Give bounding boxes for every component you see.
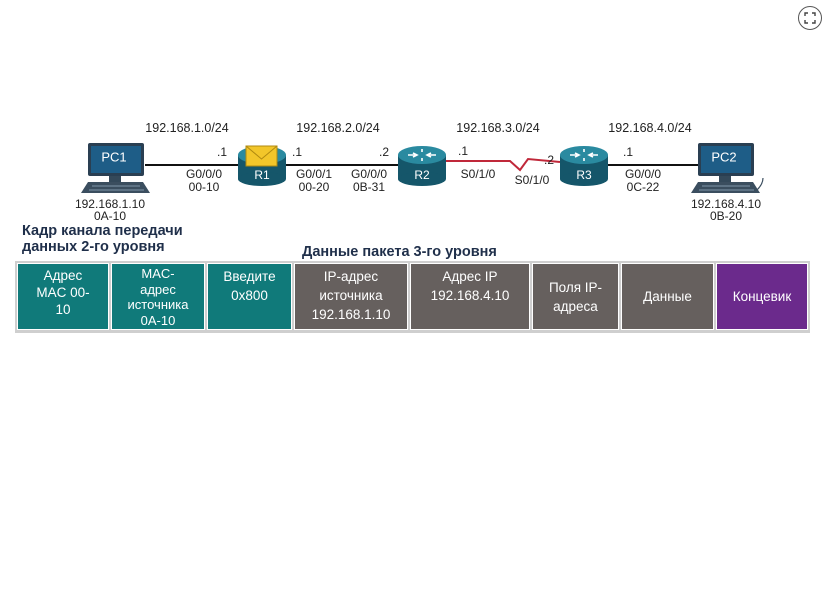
r1-right-mac: 00-20 [298, 180, 330, 194]
pc2-name: PC2 [711, 149, 737, 165]
field-text: Адрес IP [442, 269, 498, 284]
r2-left-octet: .2 [379, 145, 390, 159]
router-r2-icon [398, 146, 446, 186]
r3-left-octet: .2 [544, 153, 555, 167]
field-text: Адрес [43, 268, 83, 283]
pc1-mac: 0A-10 [93, 209, 127, 223]
l2-frame-heading: Кадр канала передачи данных 2-го уровня [22, 223, 183, 255]
pc2-ip: 192.168.4.10 [690, 197, 762, 211]
pc1-ip: 192.168.1.10 [74, 197, 146, 211]
l2-heading-line2: данных 2-го уровня [22, 239, 165, 255]
field-text: источника [319, 288, 383, 303]
r2-right-interface: S0/1/0 [460, 167, 496, 181]
pc2-mac: 0B-20 [709, 209, 743, 223]
fullscreen-button[interactable] [798, 6, 822, 30]
r3-right-interface: G0/0/0 [624, 167, 662, 181]
pc2-icon [691, 143, 764, 193]
router-r3-icon [560, 146, 608, 186]
field-src-ip: IP-адрес источника 192.168.1.10 [294, 263, 408, 330]
field-type: Введите 0x800 [207, 263, 292, 330]
field-text: 192.168.4.10 [430, 288, 510, 303]
router-r3-name: R3 [576, 168, 592, 182]
link-r2-r3-serial [443, 157, 561, 172]
network-topology [81, 143, 764, 193]
pc1-name: PC1 [101, 149, 127, 165]
router-r1-name: R1 [254, 168, 270, 182]
field-text: Концевик [732, 289, 792, 304]
r1-left-octet: .1 [217, 145, 228, 159]
r2-left-interface: G0/0/0 [350, 167, 388, 181]
field-text: IP-адрес [323, 269, 379, 284]
r2-left-mac: 0B-31 [352, 180, 386, 194]
r1-left-mac: 00-10 [188, 180, 220, 194]
r1-right-interface: G0/0/1 [295, 167, 333, 181]
field-text: адреса [553, 298, 598, 314]
field-text: 192.168.1.10 [311, 307, 391, 322]
field-text: MAC 00- [36, 285, 90, 300]
field-text: источника [127, 297, 189, 312]
field-ip-fields: Поля IP- адреса [532, 263, 619, 330]
r3-right-octet: .1 [623, 145, 634, 159]
field-dst-ip: Адрес IP 192.168.4.10 [410, 263, 530, 330]
field-src-mac: MAC- адрес источника 0A-10 [111, 263, 205, 330]
network-label-3: 192.168.3.0/24 [456, 121, 540, 135]
network-label-2: 192.168.2.0/24 [296, 121, 380, 135]
r2-right-octet: .1 [458, 144, 469, 158]
router-r2-name: R2 [414, 168, 430, 182]
field-data: Данные [621, 263, 714, 330]
network-label-4: 192.168.4.0/24 [608, 121, 692, 135]
field-text: Данные [643, 289, 692, 304]
r3-right-mac: 0C-22 [626, 180, 660, 194]
r1-right-octet: .1 [292, 145, 303, 159]
field-text: 10 [55, 302, 71, 317]
field-text: 0x800 [231, 288, 268, 303]
l3-packet-heading: Данные пакета 3-го уровня [302, 244, 497, 260]
field-text: Поля IP- [548, 279, 603, 295]
r1-left-interface: G0/0/0 [185, 167, 223, 181]
pc1-icon [81, 143, 150, 193]
network-label-1: 192.168.1.0/24 [145, 121, 229, 135]
fullscreen-icon [804, 12, 816, 24]
l2-heading-line1: Кадр канала передачи [22, 223, 183, 239]
field-text: Введите [223, 269, 276, 284]
envelope-icon [245, 145, 278, 167]
field-text: 0A-10 [140, 312, 176, 328]
field-text: MAC- [141, 266, 175, 281]
field-trailer: Концевик [716, 263, 808, 330]
field-text: адрес [140, 281, 176, 297]
r3-left-interface: S0/1/0 [514, 173, 550, 187]
field-dst-mac: Адрес MAC 00- 10 [17, 263, 109, 330]
